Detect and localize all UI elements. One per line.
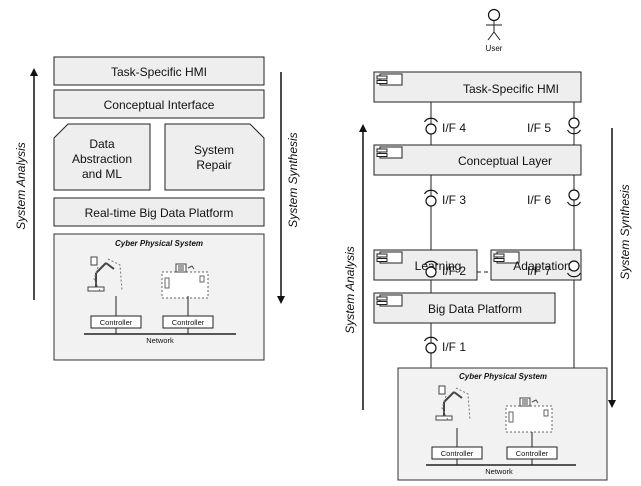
left-system-repair-box [164, 123, 265, 191]
right-adaptation-label: Adaptation [513, 259, 570, 273]
left-data-abstraction-box [53, 123, 151, 191]
left-big-data-box [53, 197, 265, 227]
right-controller-1-label: Controller [441, 449, 474, 458]
required-interface-icon [566, 117, 582, 135]
left-controller-1-label: Controller [100, 318, 133, 327]
left-cps-box [53, 233, 265, 361]
component-icon [376, 294, 403, 307]
left-system-repair-line-1: System [194, 143, 234, 157]
right-hmi-label: Task-Specific HMI [463, 82, 559, 96]
right-synthesis-label: System Synthesis [618, 184, 632, 279]
left-conceptual-interface-box [53, 89, 265, 119]
left-hmi-label: Task-Specific HMI [111, 65, 207, 79]
left-controller-2-label: Controller [172, 318, 205, 327]
left-synthesis-label: System Synthesis [286, 132, 300, 227]
left-analysis-label: System Analysis [14, 142, 28, 230]
provided-interface-icon [423, 260, 439, 278]
user-label: User [486, 44, 503, 53]
user-icon [486, 8, 502, 41]
left-diagram: Task-Specific HMI Conceptual Interface D… [14, 56, 300, 361]
right-big-data-box [373, 292, 556, 324]
right-big-data-label: Big Data Platform [428, 302, 522, 316]
if4-label: I/F 4 [442, 121, 466, 135]
left-conceptual-interface-label: Conceptual Interface [104, 98, 215, 112]
required-interface-icon [566, 189, 582, 207]
right-analysis-label: System Analysis [343, 246, 357, 334]
if5-label: I/F 5 [527, 121, 551, 135]
left-data-abstraction-line-3: and ML [82, 167, 122, 181]
left-data-abstraction-line-1: Data [89, 137, 115, 151]
right-cps-box [397, 367, 608, 481]
right-hmi-box [373, 71, 582, 103]
right-diagram: User Task-Specific HMI Conceptual Layer … [343, 8, 632, 481]
component-icon [376, 251, 403, 264]
if1-label: I/F 1 [442, 340, 466, 354]
if6-label: I/F 6 [527, 193, 551, 207]
if3-label: I/F 3 [442, 193, 466, 207]
right-conceptual-layer-label: Conceptual Layer [458, 154, 552, 168]
if2-label: I/F 2 [442, 264, 466, 278]
component-icon [376, 146, 403, 159]
left-network-label: Network [146, 336, 174, 345]
right-cps-title: Cyber Physical System [459, 372, 547, 381]
right-network-label: Network [485, 467, 513, 476]
left-system-repair-line-2: Repair [196, 158, 231, 172]
left-big-data-label: Real-time Big Data Platform [85, 206, 234, 220]
provided-interface-icon [423, 336, 439, 354]
provided-interface-icon [423, 189, 439, 207]
left-cps-title: Cyber Physical System [115, 239, 203, 248]
provided-interface-icon [423, 117, 439, 135]
left-hmi-box [53, 56, 265, 86]
right-controller-2-label: Controller [516, 449, 549, 458]
right-conceptual-layer-box [373, 144, 582, 176]
left-data-abstraction-line-2: Abstraction [72, 152, 132, 166]
if7-label: I/F 7 [527, 264, 551, 278]
required-interface-icon [566, 260, 582, 278]
component-icon [376, 73, 403, 86]
